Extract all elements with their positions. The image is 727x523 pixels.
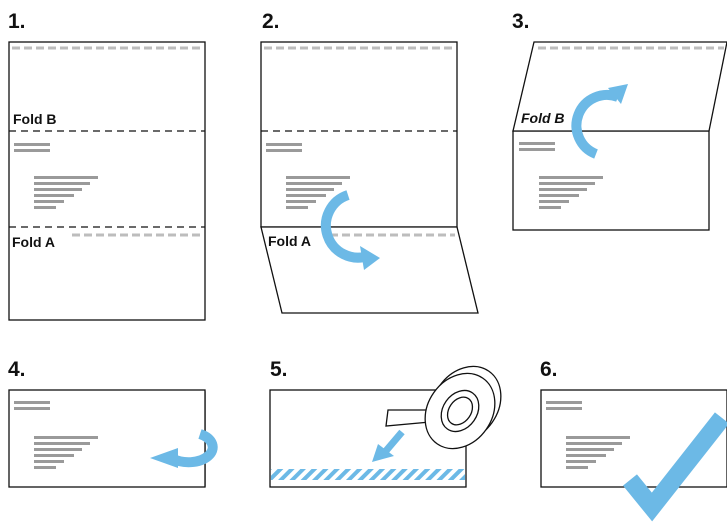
step-4-number: 4.: [8, 358, 26, 381]
step-2-number: 2.: [262, 10, 280, 33]
step-3-fold-b-label: Fold B: [521, 110, 565, 126]
step-2-text-lines: [266, 143, 350, 209]
step-5: 5.: [269, 358, 502, 488]
down-arrow-icon: [372, 429, 405, 462]
step-2-fold-a-label: Fold A: [268, 233, 311, 249]
step-1-sheet: [8, 41, 206, 321]
step-5-tape-strip: [271, 469, 465, 480]
step-3-text-lines: [519, 142, 603, 209]
step-6-text-lines: [546, 401, 630, 469]
rotate-arrow-icon: [320, 190, 380, 270]
rotate-arrow-icon: [571, 84, 628, 159]
step-5-number: 5.: [270, 358, 288, 381]
step-6: 6.: [540, 358, 727, 522]
checkmark-icon: [623, 412, 727, 522]
step-3-sheet-back: [512, 130, 710, 231]
step-2-folded-panel: [260, 226, 479, 314]
step-1-fold-a-label: Fold A: [12, 234, 55, 250]
step-6-number: 6.: [540, 358, 558, 381]
curved-arrow-icon: [150, 429, 218, 468]
step-4: 4.: [8, 358, 218, 488]
tape-roll-icon: [385, 365, 502, 450]
step-3-number: 3.: [512, 10, 530, 33]
step-1-text-lines: [14, 143, 98, 209]
step-3: 3. Fold B: [512, 10, 727, 231]
step-2: 2. Fold A: [260, 10, 479, 314]
step-1-number: 1.: [8, 10, 26, 33]
step-4-text-lines: [14, 401, 98, 469]
step-1-fold-b-label: Fold B: [13, 111, 57, 127]
step-1: 1. Fold B Fold A: [8, 10, 206, 321]
step-2-sheet-top: [260, 41, 458, 228]
